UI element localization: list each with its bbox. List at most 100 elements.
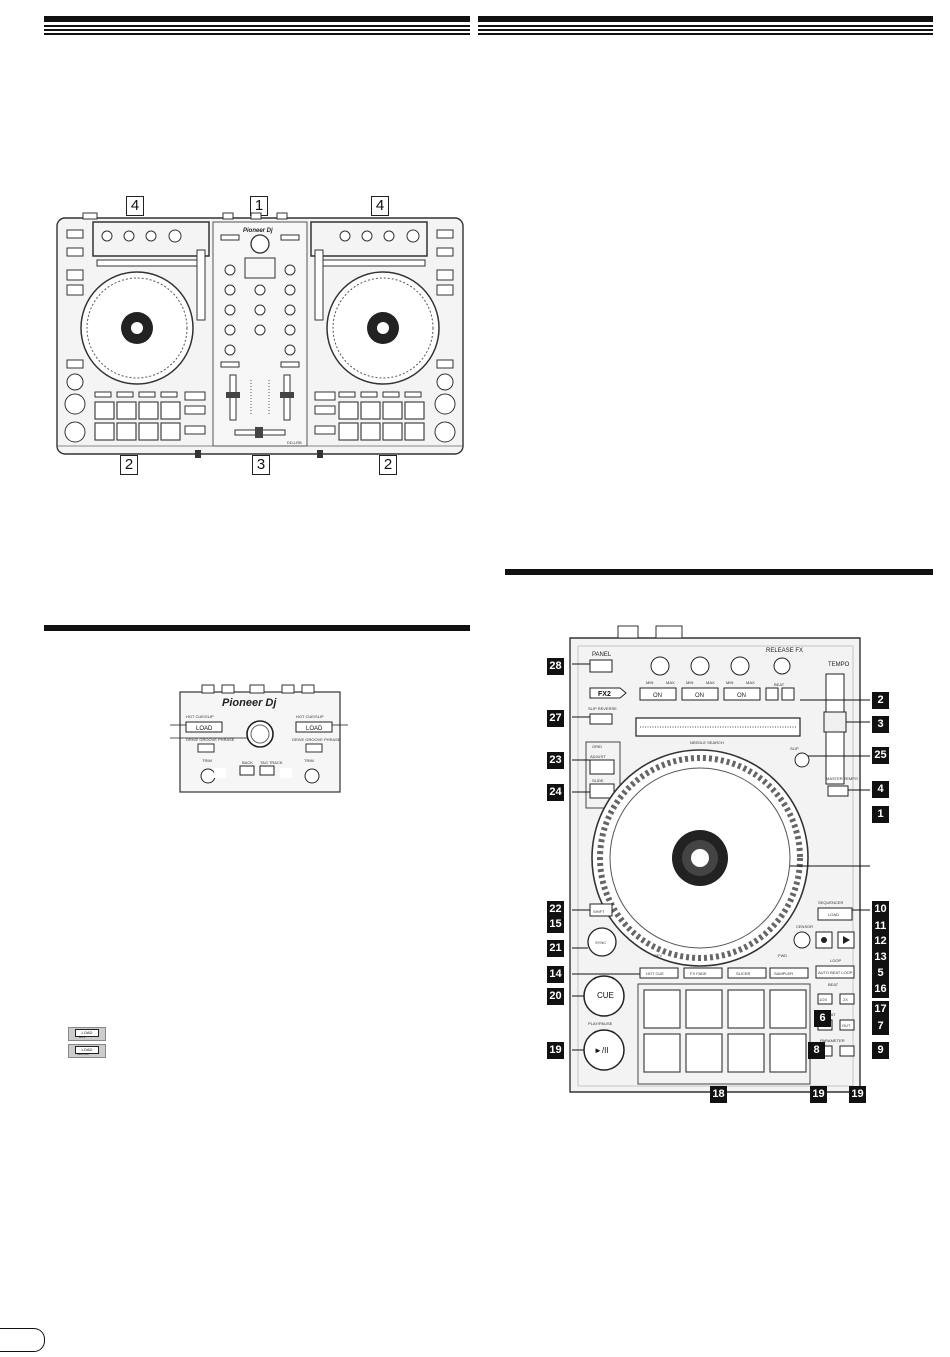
beat-loop-text: BEAT	[828, 982, 839, 987]
header-rule-left-thin2	[44, 29, 470, 31]
detail-load-right: LOAD	[306, 726, 323, 732]
deck-callout-26: 25	[872, 747, 889, 764]
max-3: MAX	[746, 680, 755, 685]
mode-fxfade: FX FADE	[690, 971, 707, 976]
deck-callout-27: 27	[547, 710, 564, 727]
load-icon-instant-label: LOAD	[75, 1046, 99, 1054]
controller-illustration: Pioneer Dj DDJ-RB	[56, 212, 464, 458]
deck-callout-6: 6	[814, 1010, 831, 1027]
deck-illustration: PANEL MIN MAX MIN MAX MIN MAX RELEASE FX…	[569, 625, 870, 1093]
deck-callout-5: 5	[872, 965, 889, 982]
release-fx-text: RELEASE FX	[766, 648, 803, 654]
rev-text: REV	[654, 953, 663, 958]
sequencer-text: SEQUENCER	[818, 900, 843, 905]
detail-load-left: LOAD	[196, 726, 213, 732]
deck-callout-13: 13	[872, 949, 889, 966]
panel-text: PANEL	[592, 652, 612, 658]
deck-callout-20: 19	[547, 1042, 564, 1059]
deck-callout-11: 11	[872, 918, 889, 935]
deck-callout-23: 22	[547, 901, 564, 918]
detail-trim-right: TRIM	[304, 758, 314, 763]
load-icon-rcv: LOAD RCV	[68, 1027, 106, 1041]
max-1: MAX	[666, 680, 675, 685]
detail-back: BACK	[242, 760, 253, 765]
min-1: MIN	[646, 680, 653, 685]
deck-callout-16: 16	[872, 981, 889, 998]
deck-callout-4: 4	[872, 781, 889, 798]
slip-text: SLIP	[790, 746, 799, 751]
detail-tag-track: TAG TRACK	[260, 760, 283, 765]
deck-callout-15: 15	[547, 916, 564, 933]
max-2: MAX	[706, 680, 715, 685]
header-rule-right-thin2	[478, 29, 933, 31]
censor-text: CENSOR	[796, 924, 813, 929]
mode-sampler: SAMPLER	[774, 971, 793, 976]
slide-text: SLIDE	[592, 778, 604, 783]
section-rule-deck	[505, 569, 933, 575]
detail-hotcue-left: HOT CUE/SLIP	[186, 714, 214, 719]
on-2: ON	[695, 693, 704, 699]
deck-callout-10: 10	[872, 901, 889, 918]
double-text: 2X	[843, 997, 848, 1002]
header-rule-left-thin	[44, 25, 470, 27]
fx2-text: FX2	[598, 691, 611, 698]
deck-callout-24: 23	[547, 752, 564, 769]
deck-callout-19a: 19	[810, 1086, 827, 1103]
deck-callout-8: 8	[808, 1042, 825, 1059]
out-text: OUT	[842, 1023, 851, 1028]
callout-2-left: 2	[120, 455, 138, 475]
header-rule-right-thin3	[478, 33, 933, 35]
min-2: MIN	[686, 680, 693, 685]
tempo-text: TEMPO	[828, 662, 850, 668]
deck-callout-1: 1	[872, 806, 889, 823]
master-tempo-text: MASTER TEMPO	[826, 776, 858, 781]
deck-callout-9: 9	[872, 1042, 889, 1059]
header-rule-left	[44, 16, 470, 22]
on-1: ON	[653, 693, 662, 699]
browser-section-illustration: Pioneer Dj HOT CUE/SLIP HOT CUE/SLIP LOA…	[170, 684, 348, 793]
deck-callout-7: 7	[872, 1018, 889, 1035]
detail-hotcue-right: HOT CUE/SLIP	[296, 714, 324, 719]
parameter-text: PARAMETER	[820, 1038, 845, 1043]
header-rule-right-thin	[478, 25, 933, 27]
loop-text: LOOP	[830, 958, 841, 963]
header-rule-right	[478, 16, 933, 22]
page-language-tab	[0, 1328, 45, 1352]
playpause-symbol: ►/II	[594, 1046, 609, 1055]
load-icon-rcv-sub: RCV	[79, 1035, 86, 1039]
deck-callout-14: 14	[547, 966, 564, 983]
mode-hotcue: HOT CUE	[646, 971, 664, 976]
top-brand-text: Pioneer Dj	[243, 228, 273, 234]
deck-callout-2: 2	[872, 692, 889, 709]
slip-reverse-text: SLIP REVERSE	[588, 706, 617, 711]
auto-beat-loop-text: AUTO BEAT LOOP	[818, 970, 853, 975]
callout-4-left: 4	[126, 196, 144, 216]
needle-search-text: NEEDLE SEARCH	[690, 740, 724, 745]
callout-3: 3	[252, 455, 270, 475]
detail-bpm-right: DRIVE GROOVE PHRASE	[292, 737, 341, 742]
deck-callout-18: 18	[710, 1086, 727, 1103]
top-model-text: DDJ-RB	[287, 440, 302, 445]
deck-callout-12: 12	[872, 933, 889, 950]
callout-2-right: 2	[379, 455, 397, 475]
deck-callout-22: 21	[547, 940, 564, 957]
callout-4-right: 4	[371, 196, 389, 216]
half-text: 1/2X	[819, 997, 828, 1002]
adjust-text: ADJUST	[590, 754, 606, 759]
deck-callout-25: 24	[547, 784, 564, 801]
min-3: MIN	[726, 680, 733, 685]
fwd-text: FWD	[778, 953, 787, 958]
playpause-text: PLAY/PAUSE	[588, 1021, 613, 1026]
detail-brand: Pioneer Dj	[222, 697, 277, 709]
load-icon-instant: LOAD INSTANT	[68, 1044, 106, 1058]
grid-text: GRID	[592, 744, 602, 749]
callout-1: 1	[250, 196, 268, 216]
detail-bpm-left: DRIVE GROOVE PHRASE	[186, 737, 235, 742]
header-rule-left-thin3	[44, 33, 470, 35]
deck-callout-19b: 19	[849, 1086, 866, 1103]
sync-text: SYNC	[595, 940, 606, 945]
deck-callout-28: 28	[547, 658, 564, 675]
shift-text: SHIFT	[593, 909, 605, 914]
deck-callout-21: 20	[547, 988, 564, 1005]
load-icon-rcv-label: LOAD	[75, 1029, 99, 1037]
